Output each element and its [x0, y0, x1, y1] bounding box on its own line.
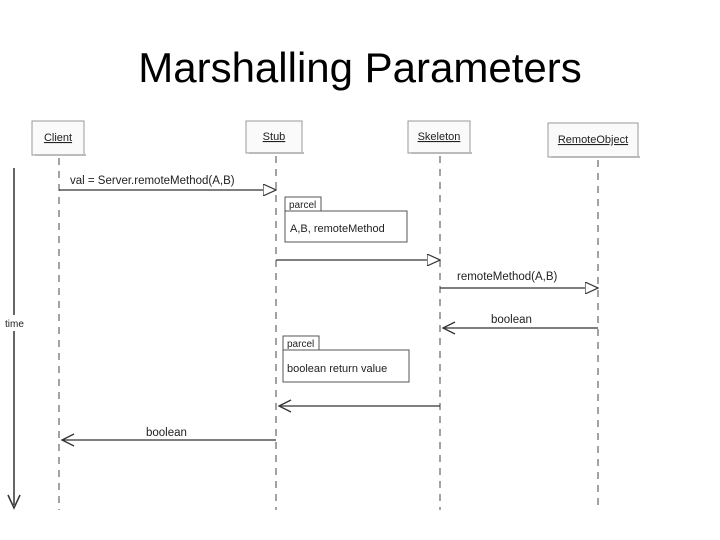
participant-client: Client	[31, 120, 86, 156]
participant-skeleton: Skeleton	[407, 120, 472, 154]
participant-remoteobject: RemoteObject	[547, 122, 640, 158]
message-label: val = Server.remoteMethod(A,B)	[70, 175, 235, 187]
participant-stub-label: Stub	[263, 131, 286, 143]
return-arrowhead	[277, 399, 292, 413]
participant-stub: Stub	[245, 120, 304, 154]
time-axis-arrowhead	[7, 494, 21, 510]
return-arrowhead	[441, 321, 456, 335]
parcel-note-body: boolean return value	[287, 363, 387, 375]
parcel-note-tab: parcel	[289, 200, 316, 211]
participant-remoteobject-label: RemoteObject	[558, 134, 628, 146]
participant-client-label: Client	[44, 132, 72, 144]
parcel-note-tab: parcel	[287, 339, 314, 350]
participant-skeleton-label: Skeleton	[418, 131, 461, 143]
message-label: boolean	[146, 427, 187, 439]
parcel-note: parcel boolean return value	[282, 335, 410, 383]
return-arrowhead	[60, 433, 75, 447]
time-label: time	[5, 319, 24, 330]
message-label: boolean	[491, 314, 532, 326]
parcel-note-body: A,B, remoteMethod	[290, 223, 385, 235]
message-label: remoteMethod(A,B)	[457, 271, 558, 283]
parcel-note: parcel A,B, remoteMethod	[284, 196, 408, 243]
slide-title: Marshalling Parameters	[138, 44, 582, 91]
